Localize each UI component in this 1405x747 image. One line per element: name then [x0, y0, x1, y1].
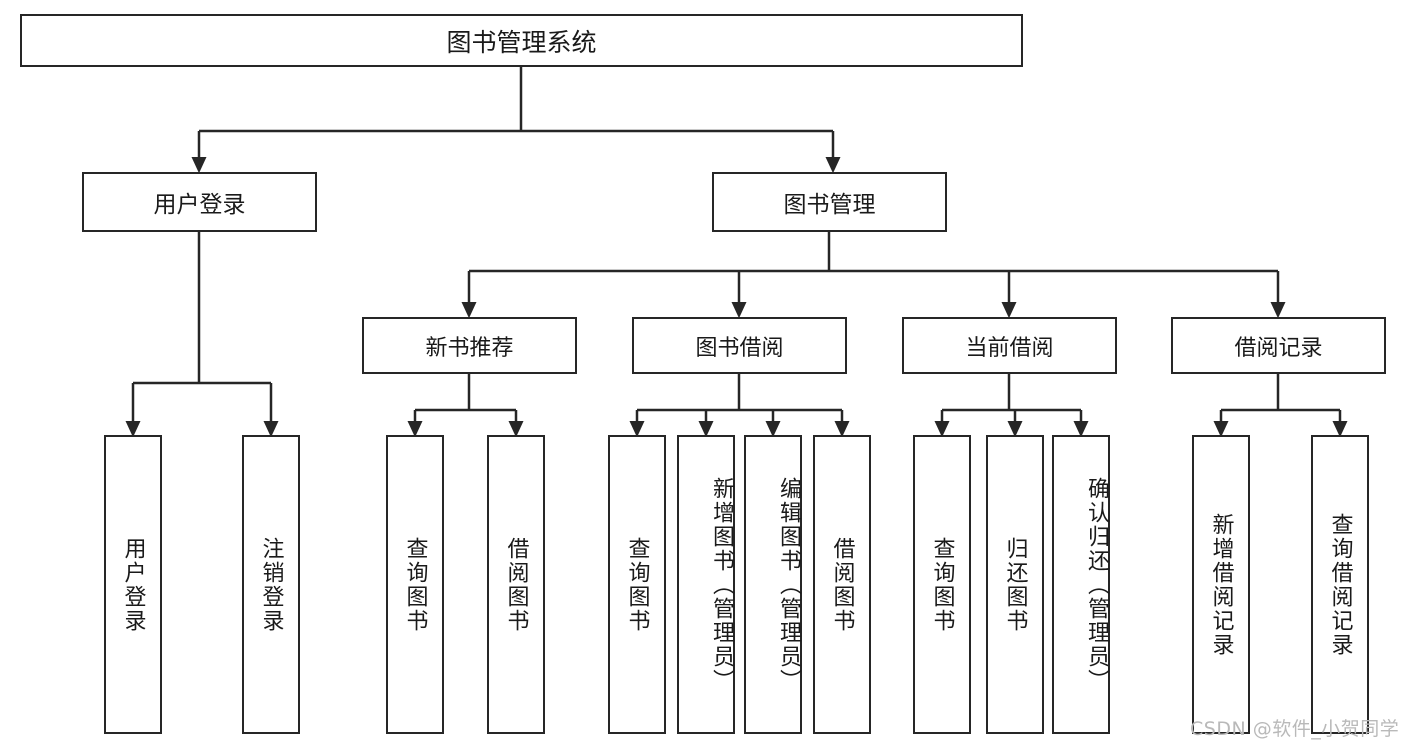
- node-user-login[interactable]: 用户登录: [82, 172, 317, 232]
- leaf-current-return-books[interactable]: 归还图书: [986, 435, 1044, 734]
- leaf-newbook-borrow-books-label: 借阅图书: [503, 536, 529, 633]
- node-book-management[interactable]: 图书管理: [712, 172, 947, 232]
- leaf-newbook-borrow-books[interactable]: 借阅图书: [487, 435, 545, 734]
- leaf-user-login[interactable]: 用户登录: [104, 435, 162, 734]
- leaf-records-query-record-label: 查询借阅记录: [1327, 512, 1353, 657]
- leaf-records-query-record[interactable]: 查询借阅记录: [1311, 435, 1369, 734]
- leaf-borrow-edit-book-admin-label: 编辑图书（管理员）: [776, 476, 801, 693]
- leaf-newbook-query-books[interactable]: 查询图书: [386, 435, 444, 734]
- leaf-current-query-books-label: 查询图书: [929, 536, 955, 633]
- leaf-current-query-books[interactable]: 查询图书: [913, 435, 971, 734]
- leaf-borrow-add-book-admin-label: 新增图书（管理员）: [709, 476, 734, 693]
- node-book-borrowing-label: 图书借阅: [695, 335, 784, 361]
- leaf-user-logout[interactable]: 注销登录: [242, 435, 300, 734]
- node-new-book-recommendation[interactable]: 新书推荐: [362, 317, 577, 374]
- node-book-management-label: 图书管理: [783, 192, 876, 218]
- leaf-records-add-record[interactable]: 新增借阅记录: [1192, 435, 1250, 734]
- node-borrowing-records-label: 借阅记录: [1234, 335, 1323, 361]
- leaf-borrow-add-book-admin[interactable]: 新增图书（管理员）: [677, 435, 735, 734]
- leaf-borrow-query-books-label: 查询图书: [624, 536, 650, 633]
- leaf-borrow-edit-book-admin[interactable]: 编辑图书（管理员）: [744, 435, 802, 734]
- leaf-user-login-label: 用户登录: [120, 536, 146, 633]
- leaf-current-confirm-return-admin[interactable]: 确认归还（管理员）: [1052, 435, 1110, 734]
- leaf-borrow-lend-books-label: 借阅图书: [829, 536, 855, 633]
- node-book-borrowing[interactable]: 图书借阅: [632, 317, 847, 374]
- leaf-records-add-record-label: 新增借阅记录: [1208, 512, 1234, 657]
- leaf-newbook-query-books-label: 查询图书: [402, 536, 428, 633]
- node-borrowing-records[interactable]: 借阅记录: [1171, 317, 1386, 374]
- node-current-borrowing-label: 当前借阅: [965, 335, 1054, 361]
- watermark: CSDN @软件_小贺同学: [1190, 718, 1400, 740]
- node-root-label: 图书管理系统: [446, 27, 597, 57]
- leaf-borrow-lend-books[interactable]: 借阅图书: [813, 435, 871, 734]
- leaf-current-confirm-return-admin-label: 确认归还（管理员）: [1084, 476, 1109, 693]
- node-root[interactable]: 图书管理系统: [20, 14, 1023, 67]
- leaf-user-logout-label: 注销登录: [258, 536, 284, 633]
- node-new-book-recommendation-label: 新书推荐: [425, 335, 514, 361]
- leaf-borrow-query-books[interactable]: 查询图书: [608, 435, 666, 734]
- node-user-login-label: 用户登录: [153, 192, 246, 218]
- node-current-borrowing[interactable]: 当前借阅: [902, 317, 1117, 374]
- leaf-current-return-books-label: 归还图书: [1002, 536, 1028, 633]
